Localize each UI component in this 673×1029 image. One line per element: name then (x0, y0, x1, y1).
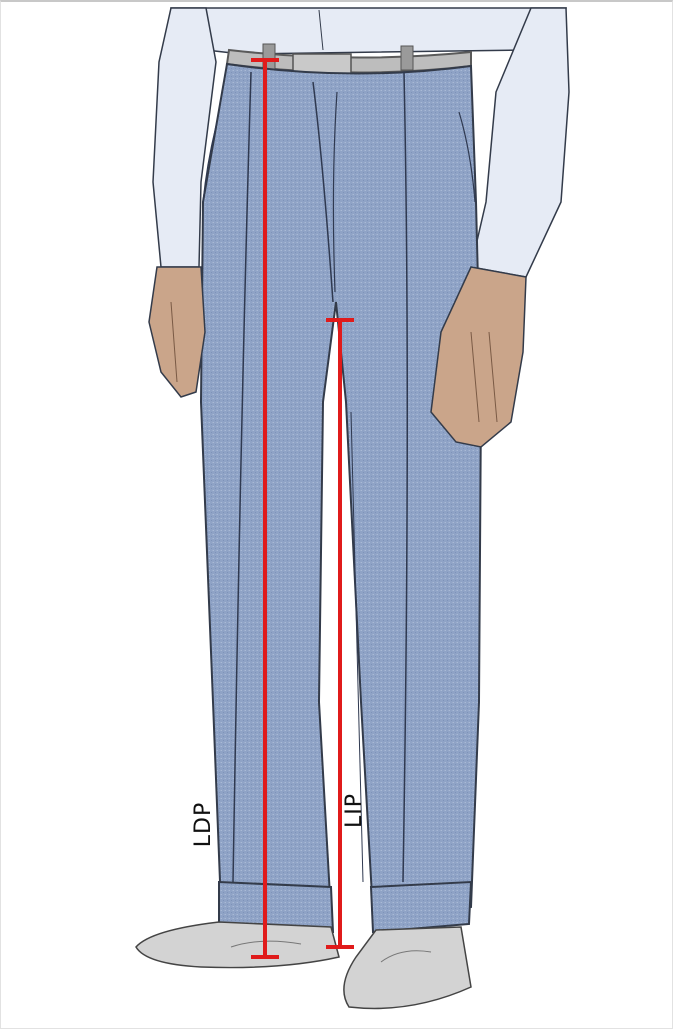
shirt (171, 8, 566, 54)
right-shoe (344, 927, 471, 1008)
right-cuff (371, 882, 471, 932)
lip-label: LIP (342, 793, 367, 828)
ldp-label: LDP (191, 802, 216, 847)
